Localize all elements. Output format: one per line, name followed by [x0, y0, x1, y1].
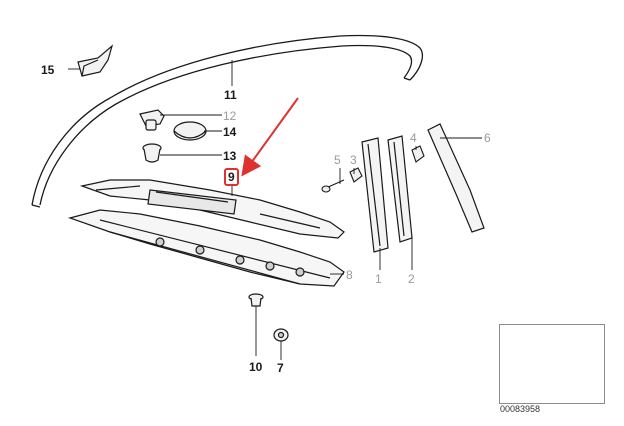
part-15-clip	[77, 44, 114, 77]
callout-label-5: 5	[334, 153, 341, 167]
part-14-cap	[173, 121, 207, 141]
callout-label-2: 2	[408, 272, 415, 286]
part-5-screw	[321, 179, 345, 193]
part-3-clip	[349, 167, 363, 183]
callout-label-7: 7	[277, 361, 284, 375]
part-7-push-nut	[273, 328, 289, 342]
part-2-pillar-trim	[387, 135, 413, 243]
leader-lines	[68, 60, 482, 360]
callout-label-3: 3	[350, 153, 357, 167]
part-4-clip	[411, 145, 425, 163]
callout-label-15: 15	[41, 63, 55, 77]
part-11-roof-trim	[31, 34, 424, 208]
diagram-reference-code: 00083958	[500, 404, 541, 414]
callout-label-11: 11	[224, 88, 237, 102]
callout-label-8: 8	[346, 268, 353, 282]
callout-label-1: 1	[375, 272, 382, 286]
part-8-cowl-panel	[67, 209, 345, 287]
vehicle-thumbnail-frame	[499, 324, 605, 404]
callout-arrow	[241, 97, 299, 177]
callout-label-6: 6	[484, 131, 491, 145]
callout-label-9-highlighted: 9	[224, 168, 239, 186]
callout-label-4: 4	[410, 131, 417, 145]
callout-label-12: 12	[223, 109, 237, 123]
part-13-grommet	[142, 143, 162, 163]
callout-label-10: 10	[249, 360, 263, 374]
part-6-pillar-cover	[427, 123, 485, 233]
part-1-pillar-trim	[361, 137, 389, 253]
part-12-clip	[139, 109, 165, 131]
part-10-fastener	[248, 293, 264, 307]
callout-label-14: 14	[223, 125, 237, 139]
part-9-cowl-cover	[79, 179, 345, 239]
callout-label-13: 13	[223, 149, 237, 163]
